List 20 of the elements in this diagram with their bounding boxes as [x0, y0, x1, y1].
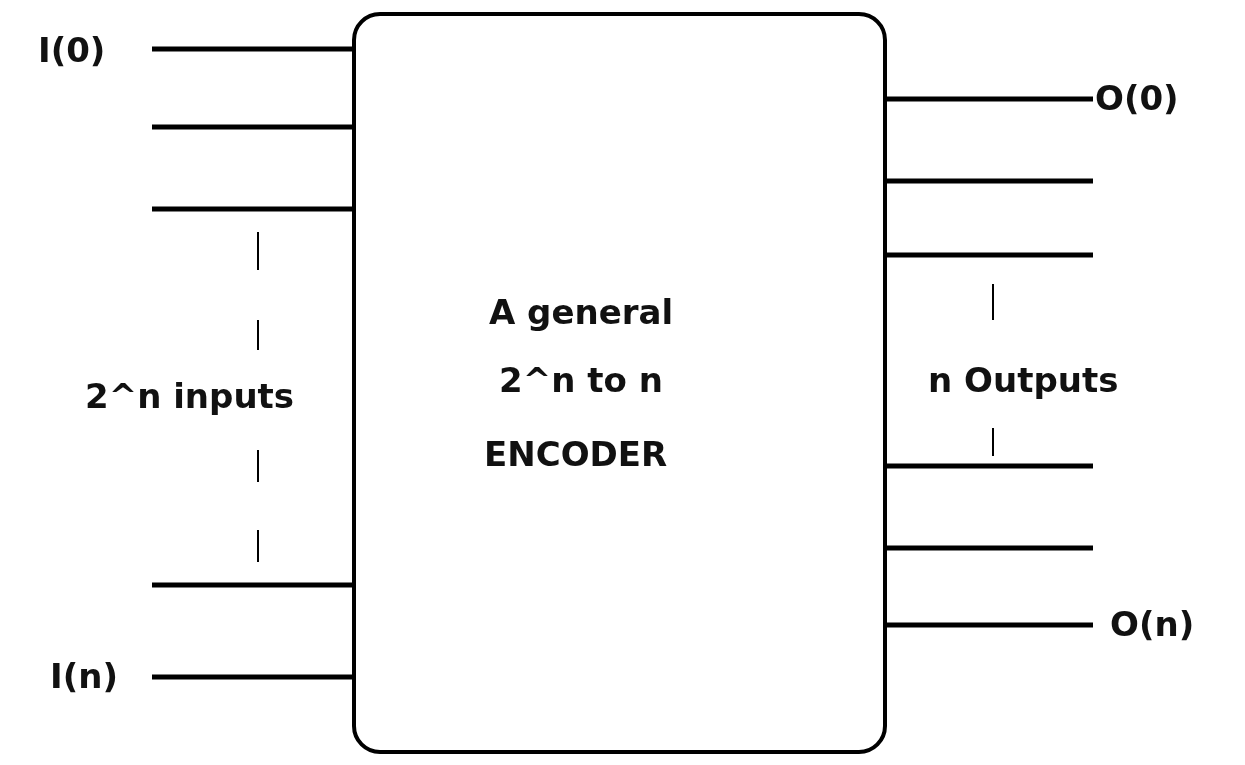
signal-line [152, 582, 354, 588]
signal-line [152, 206, 354, 212]
group-label: n Outputs [928, 360, 1119, 400]
encoder-block [352, 12, 887, 754]
signal-line [152, 46, 354, 52]
pin-label: O(n) [1110, 604, 1195, 644]
signal-line [152, 124, 354, 130]
signal-line [885, 96, 1093, 102]
signal-line [885, 178, 1093, 184]
pin-label: I(n) [50, 656, 118, 696]
signal-line [885, 622, 1093, 628]
signal-line [152, 674, 354, 680]
group-label: 2^n inputs [85, 376, 295, 416]
pin-label: I(0) [38, 30, 106, 70]
pin-label: O(0) [1095, 78, 1179, 118]
signal-line [885, 545, 1093, 551]
signal-line [885, 252, 1093, 258]
signal-line [885, 463, 1093, 469]
block-title: ENCODER [484, 434, 668, 474]
block-description: A general 2^n to n [487, 291, 675, 402]
